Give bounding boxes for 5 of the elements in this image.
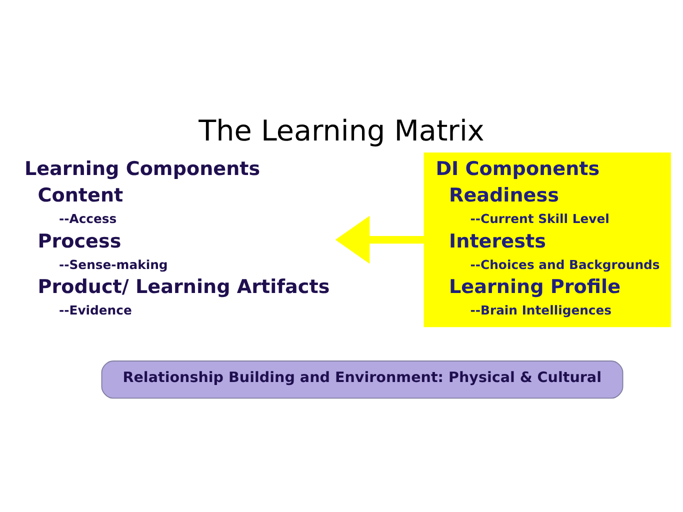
node-box: DI Components Readiness --Current Skill Level Interests --Choices and Backgrounds Learning Profile --Brain Intelligences xyxy=(424,152,671,328)
node-box: Relationship Building and Environment: Physical & Cultural xyxy=(101,360,624,399)
node-text: Learning Components Content --Access Process --Sense-making Product/ Learning Artifacts --Evidence xyxy=(24,158,330,318)
diagram-title: The Learning Matrix xyxy=(198,114,484,148)
arrow xyxy=(335,216,424,264)
